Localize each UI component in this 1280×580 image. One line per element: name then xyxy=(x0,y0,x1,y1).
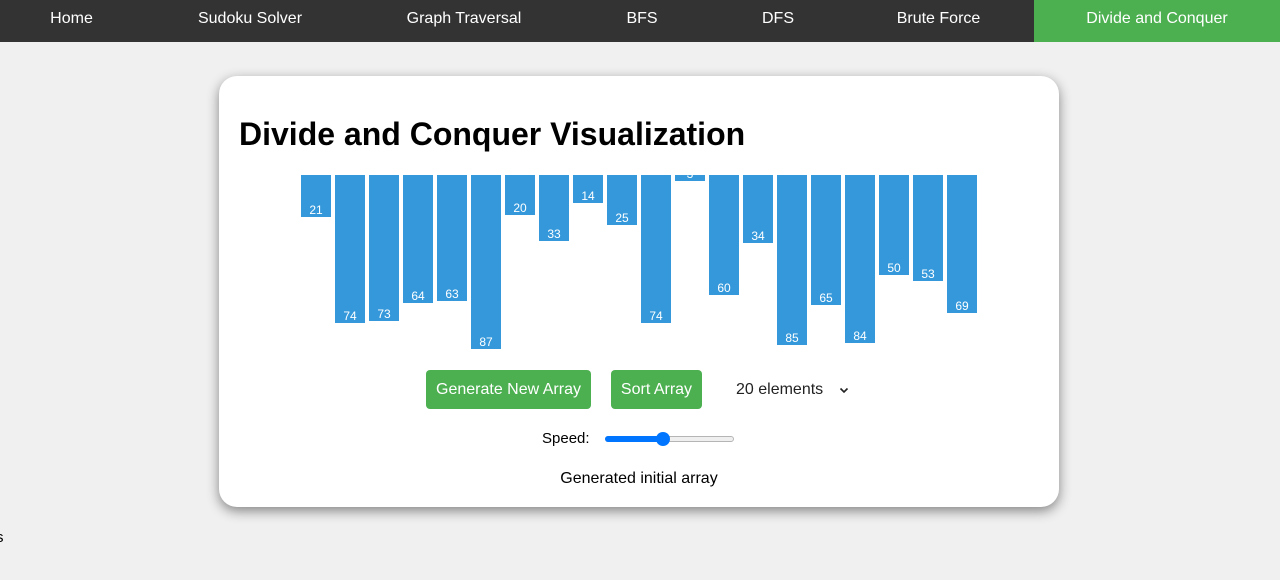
array-bar: 60 xyxy=(709,175,739,295)
nav-item-divide-and-conquer[interactable]: Divide and Conquer xyxy=(1034,0,1280,42)
visualizer-card: Divide and Conquer Visualization 21 74 73 6… xyxy=(219,76,1059,507)
speed-label: Speed: xyxy=(542,430,590,447)
array-bar: 74 xyxy=(641,175,671,323)
bar-value-label: 33 xyxy=(547,227,561,241)
array-bar: 87 xyxy=(471,175,501,349)
bar-value-label: 21 xyxy=(309,203,323,217)
chevron-down-icon xyxy=(838,370,850,409)
bar-value-label: 20 xyxy=(513,201,527,215)
array-size-select[interactable]: 20 elements xyxy=(726,370,856,409)
array-bar: 85 xyxy=(777,175,807,345)
array-bar: 65 xyxy=(811,175,841,305)
status-message: Generated initial array xyxy=(560,470,718,487)
bar-value-label: 73 xyxy=(377,307,391,321)
bar-value-label: 14 xyxy=(581,189,595,203)
bar-value-label: 53 xyxy=(921,267,935,281)
array-bar: 33 xyxy=(539,175,569,241)
bar-value-label: 64 xyxy=(411,289,425,303)
array-bar: 25 xyxy=(607,175,637,225)
bar-value-label: 60 xyxy=(717,281,731,295)
array-bar: 53 xyxy=(913,175,943,281)
bar-value-label: 87 xyxy=(479,335,493,349)
speed-slider[interactable] xyxy=(605,432,734,446)
page-title: Divide and Conquer Visualization xyxy=(239,116,746,152)
bar-value-label: 84 xyxy=(853,329,867,343)
bar-value-label: 34 xyxy=(751,229,765,243)
bar-value-label: 63 xyxy=(445,287,459,301)
top-navbar: Home Sudoku Solver Graph Traversal BFS D… xyxy=(0,0,1280,42)
side-text-fragment: s xyxy=(0,529,4,546)
slider-thumb[interactable] xyxy=(656,432,671,446)
array-size-value: 20 elements xyxy=(736,381,824,398)
array-bar: 14 xyxy=(573,175,603,203)
bar-value-label: 65 xyxy=(819,291,833,305)
sort-array-button[interactable]: Sort Array xyxy=(611,370,702,409)
array-bar: 73 xyxy=(369,175,399,321)
array-bar: 64 xyxy=(403,175,433,303)
nav-item-graph-traversal[interactable]: Graph Traversal xyxy=(406,10,522,27)
array-bars: 21 74 73 64 63 87 20 33 14 25 74 3 60 34 85 65 84 50 53 69 xyxy=(301,167,981,355)
bar-value-label: 85 xyxy=(785,331,799,345)
bar-value-label: 3 xyxy=(686,167,694,181)
generate-array-button[interactable]: Generate New Array xyxy=(426,370,591,409)
bar-value-label: 74 xyxy=(649,309,663,323)
array-bar: 69 xyxy=(947,175,977,313)
nav-item-home[interactable]: Home xyxy=(50,10,93,27)
nav-item-bfs[interactable]: BFS xyxy=(626,10,658,27)
array-bar: 63 xyxy=(437,175,467,301)
array-bar: 50 xyxy=(879,175,909,275)
bar-value-label: 69 xyxy=(955,299,969,313)
array-bar: 3 xyxy=(675,167,705,181)
slider-fill xyxy=(605,436,664,442)
nav-item-sudoku-solver[interactable]: Sudoku Solver xyxy=(197,10,303,27)
nav-item-dfs[interactable]: DFS xyxy=(762,10,794,27)
array-bar: 20 xyxy=(505,175,535,215)
nav-item-brute-force[interactable]: Brute Force xyxy=(896,10,981,27)
array-bar: 21 xyxy=(301,175,331,217)
array-bar: 84 xyxy=(845,175,875,343)
array-bar: 34 xyxy=(743,175,773,243)
bar-value-label: 50 xyxy=(887,261,901,275)
bar-value-label: 74 xyxy=(343,309,357,323)
array-bar: 74 xyxy=(335,175,365,323)
bar-value-label: 25 xyxy=(615,211,629,225)
